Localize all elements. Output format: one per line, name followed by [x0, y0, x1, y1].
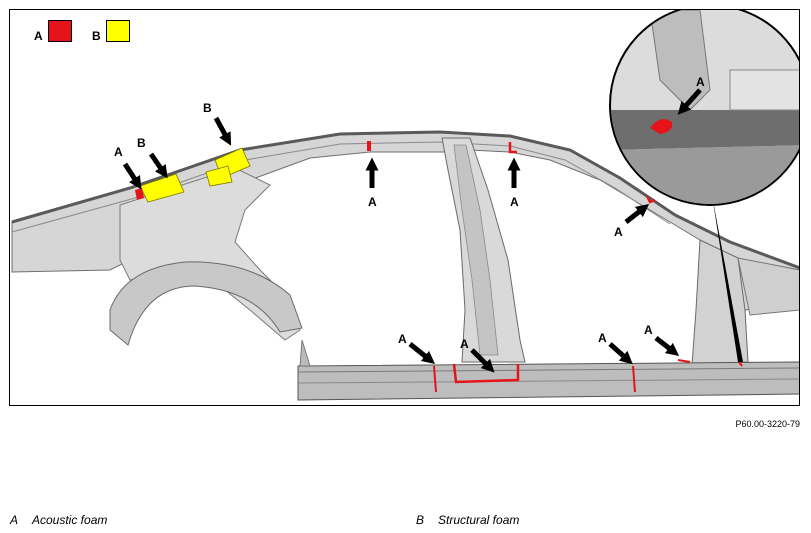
figure-reference-code: P60.00-3220-79 [735, 419, 800, 429]
callout-label-a: A [614, 225, 623, 239]
callout-label-a: A [368, 195, 377, 209]
callout-label-a: A [696, 75, 705, 89]
callout-label-a: A [114, 145, 123, 159]
legend-key-a-letter: A [34, 29, 43, 43]
legend-key-b-swatch [106, 20, 130, 42]
legend-key-a-swatch [48, 20, 72, 42]
diagram-frame: A B [9, 9, 800, 406]
callout-label-a: A [398, 332, 407, 346]
structural-foam-parts [139, 147, 251, 203]
legend-key-b-letter: B [92, 29, 101, 43]
callout-arrows [122, 88, 702, 373]
callout-label-b: B [137, 136, 146, 150]
callout-labels: A B B A A A A A A A A [114, 75, 705, 351]
legend-text: Acoustic foam [32, 513, 108, 527]
callout-label-b: B [203, 101, 212, 115]
callout-label-a: A [460, 337, 469, 351]
acoustic-foam-parts [135, 141, 743, 393]
callout-label-a: A [598, 331, 607, 345]
legend-text: Structural foam [438, 513, 520, 527]
legend-item-structural: B Structural foam [416, 513, 519, 527]
legend-item-acoustic: A Acoustic foam [10, 513, 107, 527]
legend-key: A [10, 513, 19, 527]
callout-label-a: A [510, 195, 519, 209]
body-side-diagram: A B B A A A A A A A A [11, 10, 799, 401]
callout-label-a: A [644, 323, 653, 337]
legend-key: B [416, 513, 425, 527]
